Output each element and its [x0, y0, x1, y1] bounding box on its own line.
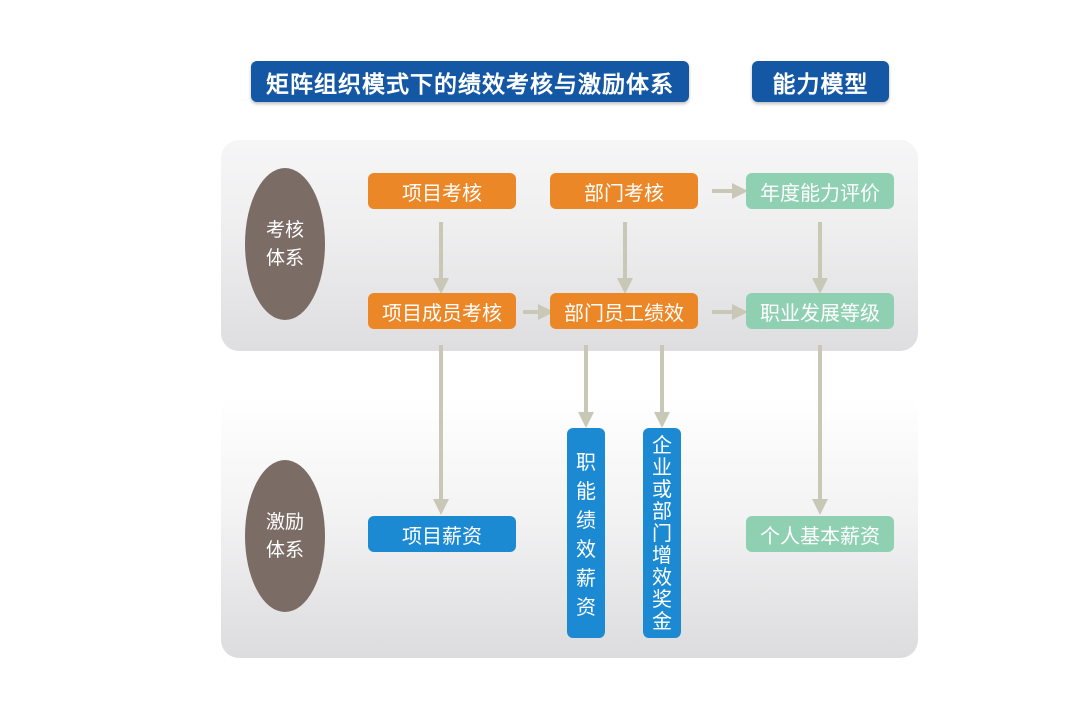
enterprise-bonus-box: 企 业 或 部 门 增 效 奖 金 [643, 428, 681, 638]
dept-assessment-box: 部门考核 [550, 173, 698, 209]
basic-salary-box: 个人基本薪资 [746, 516, 894, 552]
bonus-char: 业 [652, 455, 672, 479]
project-assessment-box: 项目考核 [368, 173, 516, 209]
bonus-char: 效 [652, 565, 672, 589]
project-member-assessment-box: 项目成员考核 [368, 293, 516, 329]
annual-ability-eval-box: 年度能力评价 [746, 173, 894, 209]
bonus-char: 奖 [652, 587, 672, 611]
fps-char: 能 [576, 479, 596, 503]
fps-char: 效 [576, 537, 596, 561]
incentive-label-line2: 体系 [265, 539, 304, 561]
assessment-label-line2: 体系 [265, 247, 304, 269]
project-salary-box: 项目薪资 [368, 516, 516, 552]
bonus-char: 或 [652, 477, 672, 501]
side-title: 能力模型 [752, 61, 889, 102]
bonus-char: 门 [652, 521, 672, 545]
incentive-label-line1: 激励 [265, 511, 304, 533]
functional-performance-salary-box: 职 能 绩 效 薪 资 [567, 428, 605, 638]
main-title: 矩阵组织模式下的绩效考核与激励体系 [251, 61, 689, 102]
fps-char: 资 [576, 595, 596, 619]
assessment-system-label: 考核 体系 [245, 168, 325, 320]
dept-staff-performance-box: 部门员工绩效 [550, 293, 698, 329]
fps-char: 绩 [576, 508, 596, 532]
assessment-label-line1: 考核 [265, 219, 304, 241]
career-level-box: 职业发展等级 [746, 293, 894, 329]
bonus-char: 增 [652, 543, 672, 567]
bonus-char: 部 [652, 499, 672, 523]
incentive-system-label: 激励 体系 [245, 460, 325, 612]
fps-char: 薪 [576, 566, 596, 590]
bonus-char: 金 [652, 609, 672, 633]
bonus-char: 企 [652, 433, 672, 457]
fps-char: 职 [576, 450, 596, 474]
